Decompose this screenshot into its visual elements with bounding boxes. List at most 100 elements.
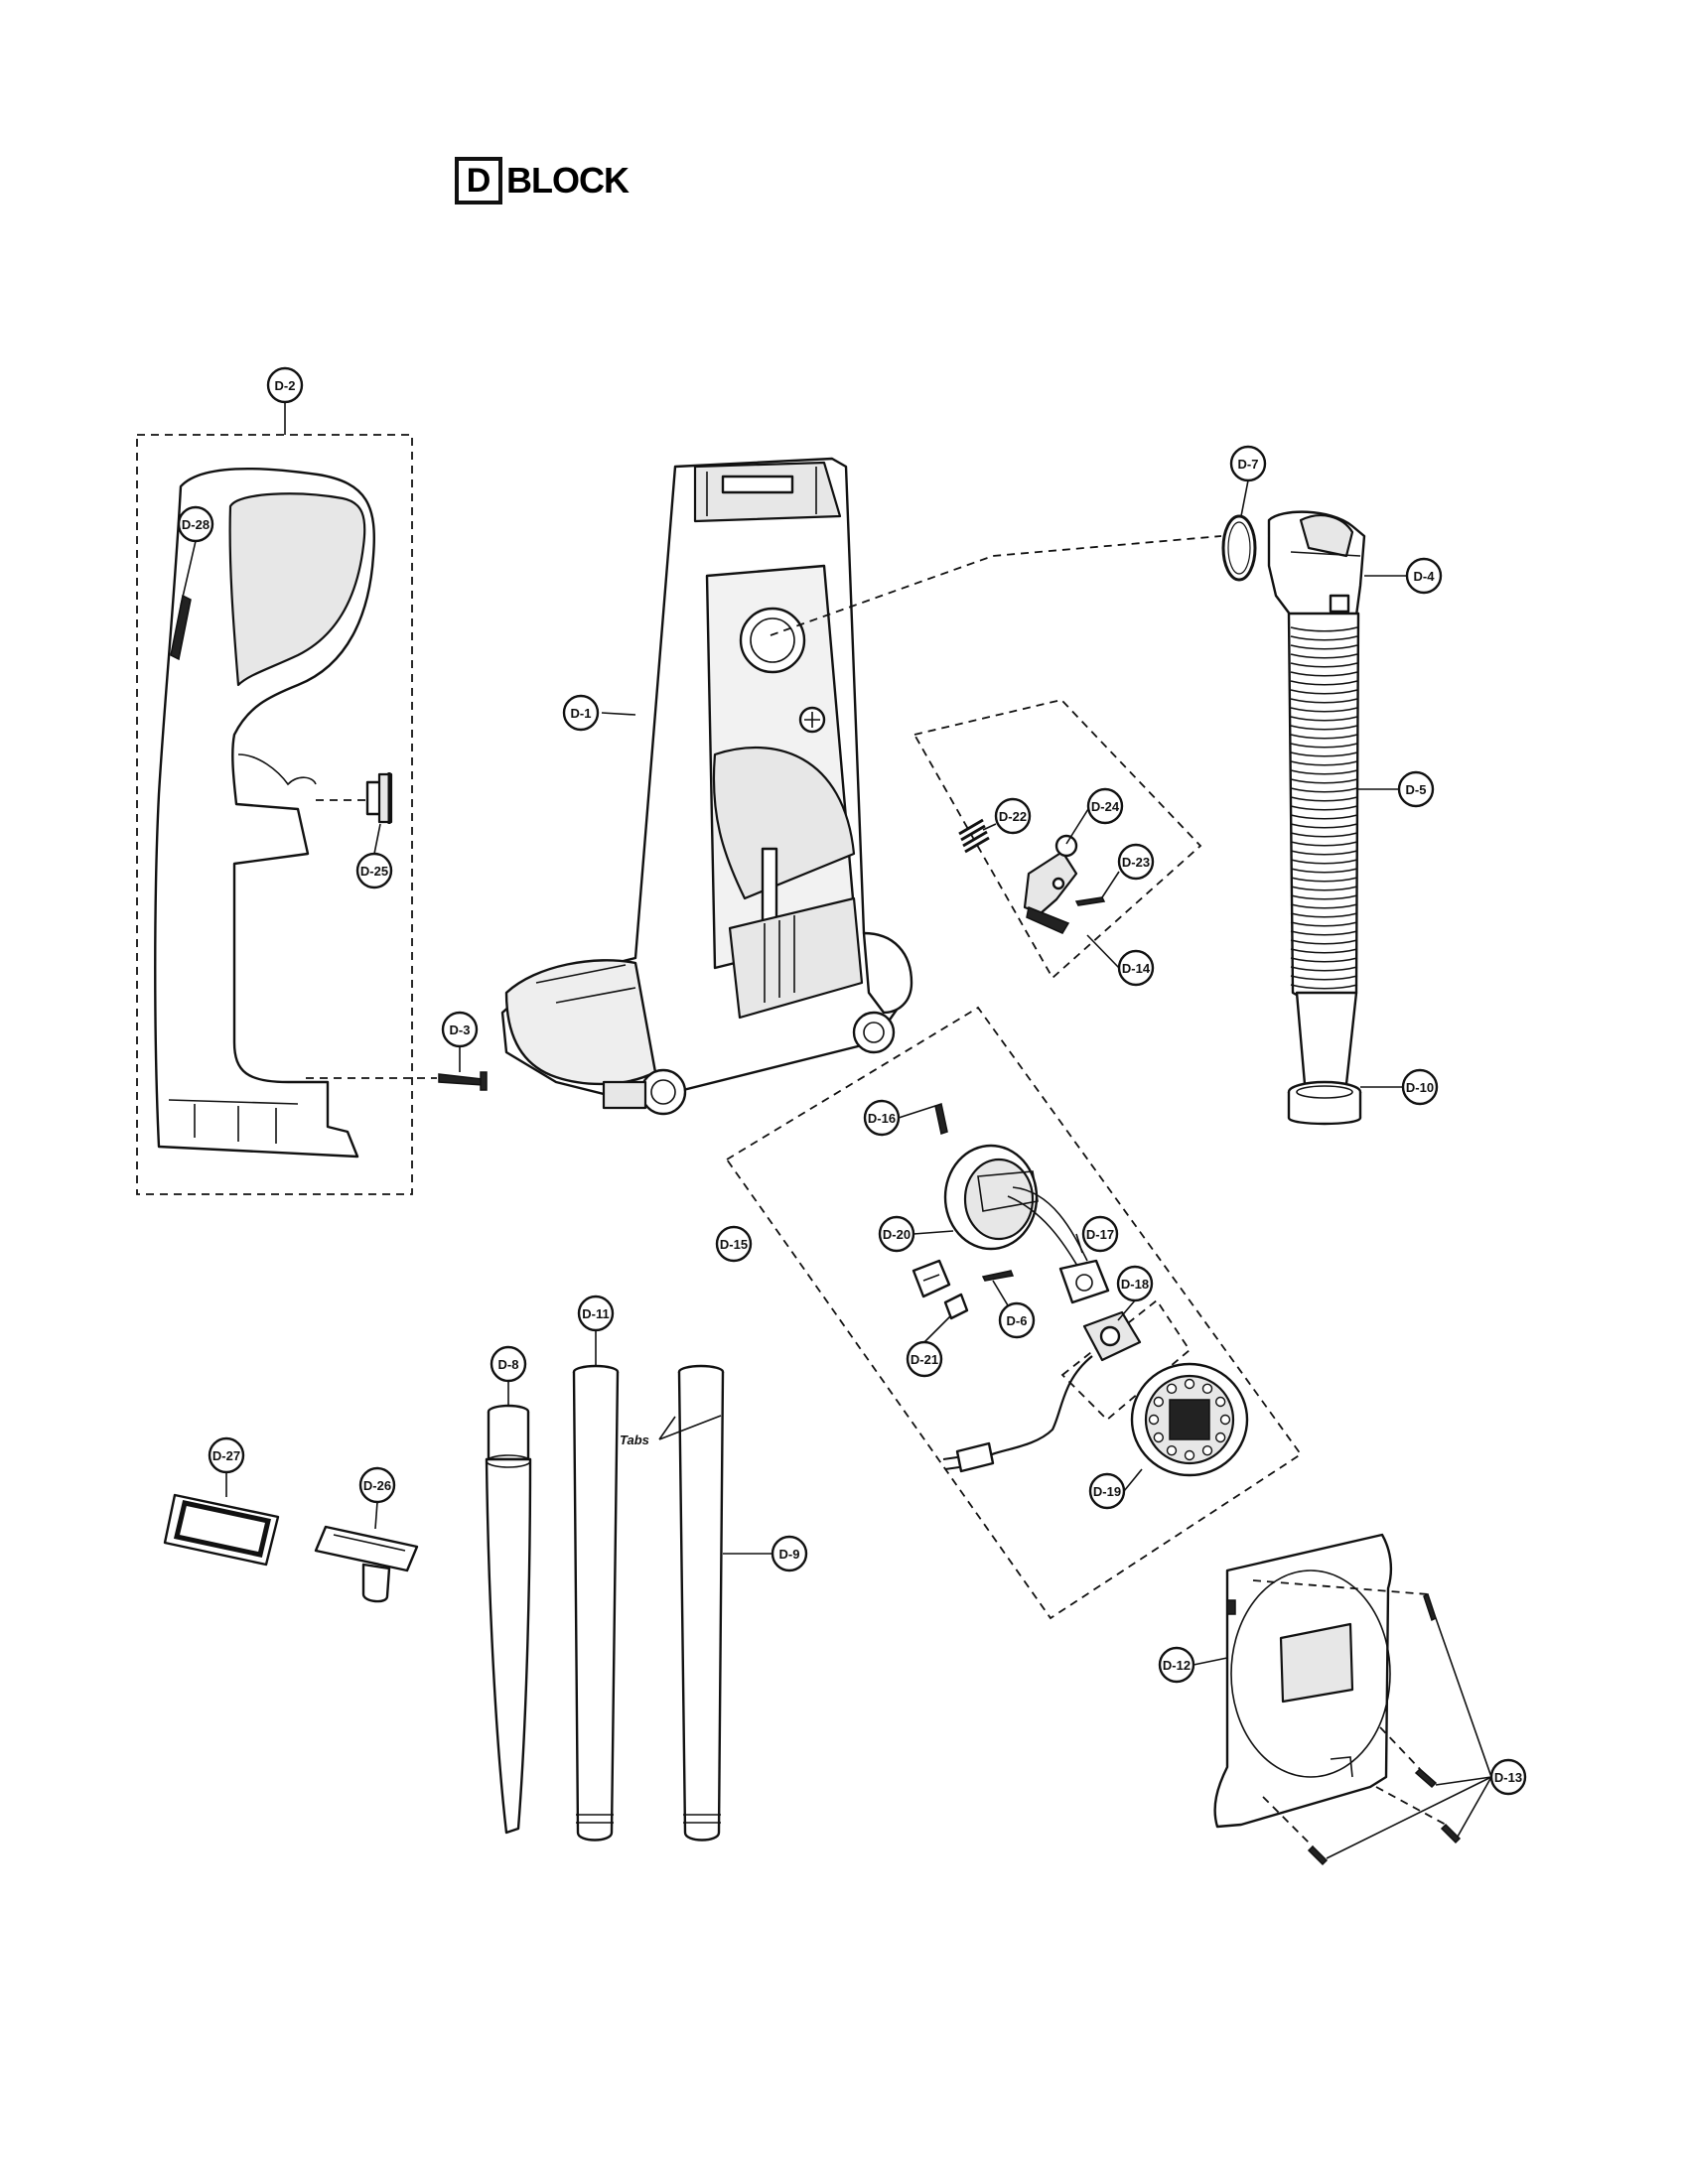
brush-d27-part (163, 1493, 280, 1567)
callout-d27: D-27 (208, 1436, 245, 1474)
screw-d13-d (1307, 1844, 1329, 1866)
callout-circle (441, 1011, 479, 1048)
callout-d15: D-15 (715, 1225, 753, 1263)
callout-label: D-6 (1007, 1313, 1028, 1328)
callout-layer: D-1D-2D-3D-4D-5D-6D-7D-8D-9D-10D-11D-12D… (177, 366, 1527, 1796)
leader-lines (180, 402, 1492, 1859)
callout-label: D-17 (1086, 1227, 1114, 1242)
callout-label: D-11 (582, 1306, 609, 1321)
wand-d11-part (572, 1364, 620, 1842)
ring-d10-part (1287, 1080, 1362, 1126)
reel-hole (1214, 1432, 1226, 1443)
handle-part (154, 467, 375, 1159)
vacuum-body-part (500, 457, 913, 1116)
screw-d6-part (981, 1270, 1015, 1282)
reel-hole (1201, 1383, 1213, 1395)
dash-d13-a (1252, 1579, 1429, 1595)
callout-label: D-7 (1238, 457, 1259, 472)
block-letter: D (455, 157, 502, 205)
hose-rib (1290, 787, 1358, 793)
callout-circle (355, 852, 393, 889)
callout-label: D-4 (1414, 569, 1436, 584)
callout-label: D-28 (182, 517, 210, 532)
hose-rib (1290, 662, 1358, 668)
clip-d21-part (943, 1293, 969, 1320)
callout-circle (1397, 770, 1435, 808)
callout-d24: D-24 (1086, 787, 1124, 825)
hose-rib (1290, 841, 1358, 847)
callout-label: D-19 (1093, 1484, 1121, 1499)
callout-circle (1158, 1646, 1195, 1684)
reel-cover-d19-part (1130, 1362, 1249, 1477)
callout-d16: D-16 (863, 1099, 901, 1137)
callout-d22: D-22 (994, 797, 1032, 835)
hose-rib (1290, 805, 1358, 811)
hose-rib (1290, 653, 1358, 659)
callout-label: D-26 (363, 1478, 391, 1493)
hose-rib (1290, 760, 1358, 766)
hose-rib (1290, 912, 1358, 918)
callout-d20: D-20 (878, 1215, 915, 1253)
callout-label: D-3 (450, 1023, 471, 1037)
screw-d13-a (1423, 1592, 1437, 1622)
hose-rib (1290, 671, 1358, 677)
callout-circle (715, 1225, 753, 1263)
screw-d16-part (934, 1103, 948, 1135)
upholstery-tool-d26-part (314, 1525, 419, 1603)
motor-d17-part (1058, 1259, 1110, 1304)
hose-rib (1290, 814, 1358, 820)
callout-circle (1117, 949, 1155, 987)
callout-circle (1401, 1068, 1439, 1106)
callout-d2: D-2 (266, 366, 304, 404)
hose-rib (1290, 921, 1358, 927)
callout-circle (1088, 1472, 1126, 1510)
callout-d7: D-7 (1229, 445, 1267, 482)
callout-label: D-1 (571, 706, 592, 721)
callout-circle (994, 797, 1032, 835)
callout-label: D-20 (883, 1227, 911, 1242)
reel-hole (1153, 1432, 1165, 1443)
callout-circle (1116, 1265, 1154, 1302)
reel-hole (1166, 1444, 1178, 1456)
hose-rib (1290, 716, 1358, 722)
hose-rib (1290, 689, 1358, 695)
hose-rib (1290, 734, 1358, 740)
callout-circle (1229, 445, 1267, 482)
callout-label: D-8 (498, 1357, 519, 1372)
screw-d3-part (438, 1071, 488, 1091)
callout-d26: D-26 (358, 1466, 396, 1504)
callout-d12: D-12 (1158, 1646, 1195, 1684)
hose-rib (1290, 778, 1358, 784)
housing-d18-part (1082, 1310, 1142, 1362)
callout-label: D-2 (275, 378, 296, 393)
hose-rib (1290, 626, 1358, 632)
callout-circle (358, 1466, 396, 1504)
wand-d9-part (677, 1364, 725, 1842)
callout-d10: D-10 (1401, 1068, 1439, 1106)
hose-rib (1290, 930, 1358, 936)
callout-circle (577, 1295, 615, 1332)
callout-circle (1086, 787, 1124, 825)
spring-d22-part (958, 818, 990, 854)
callout-label: D-23 (1122, 855, 1150, 870)
hose-rib (1290, 939, 1358, 945)
tabs-annotation: Tabs (620, 1433, 649, 1447)
callout-circle (266, 366, 304, 404)
hose-rib (1290, 886, 1358, 891)
callout-circle (1117, 843, 1155, 881)
callout-d17: D-17 (1081, 1215, 1119, 1253)
hose-rib (1290, 957, 1358, 963)
hose-rib (1290, 903, 1358, 909)
callout-label: D-22 (999, 809, 1027, 824)
callout-label: D-15 (720, 1237, 748, 1252)
dash-d13-d (1262, 1796, 1314, 1847)
hose-rib (1290, 850, 1358, 856)
hose-rib (1290, 725, 1358, 731)
switch-part (365, 772, 393, 824)
screw-d13-c (1440, 1823, 1462, 1844)
callout-label: D-5 (1406, 782, 1427, 797)
group-box-d15 (725, 1006, 1303, 1620)
bracket-d20-part (912, 1259, 951, 1298)
callout-circle (906, 1340, 943, 1378)
